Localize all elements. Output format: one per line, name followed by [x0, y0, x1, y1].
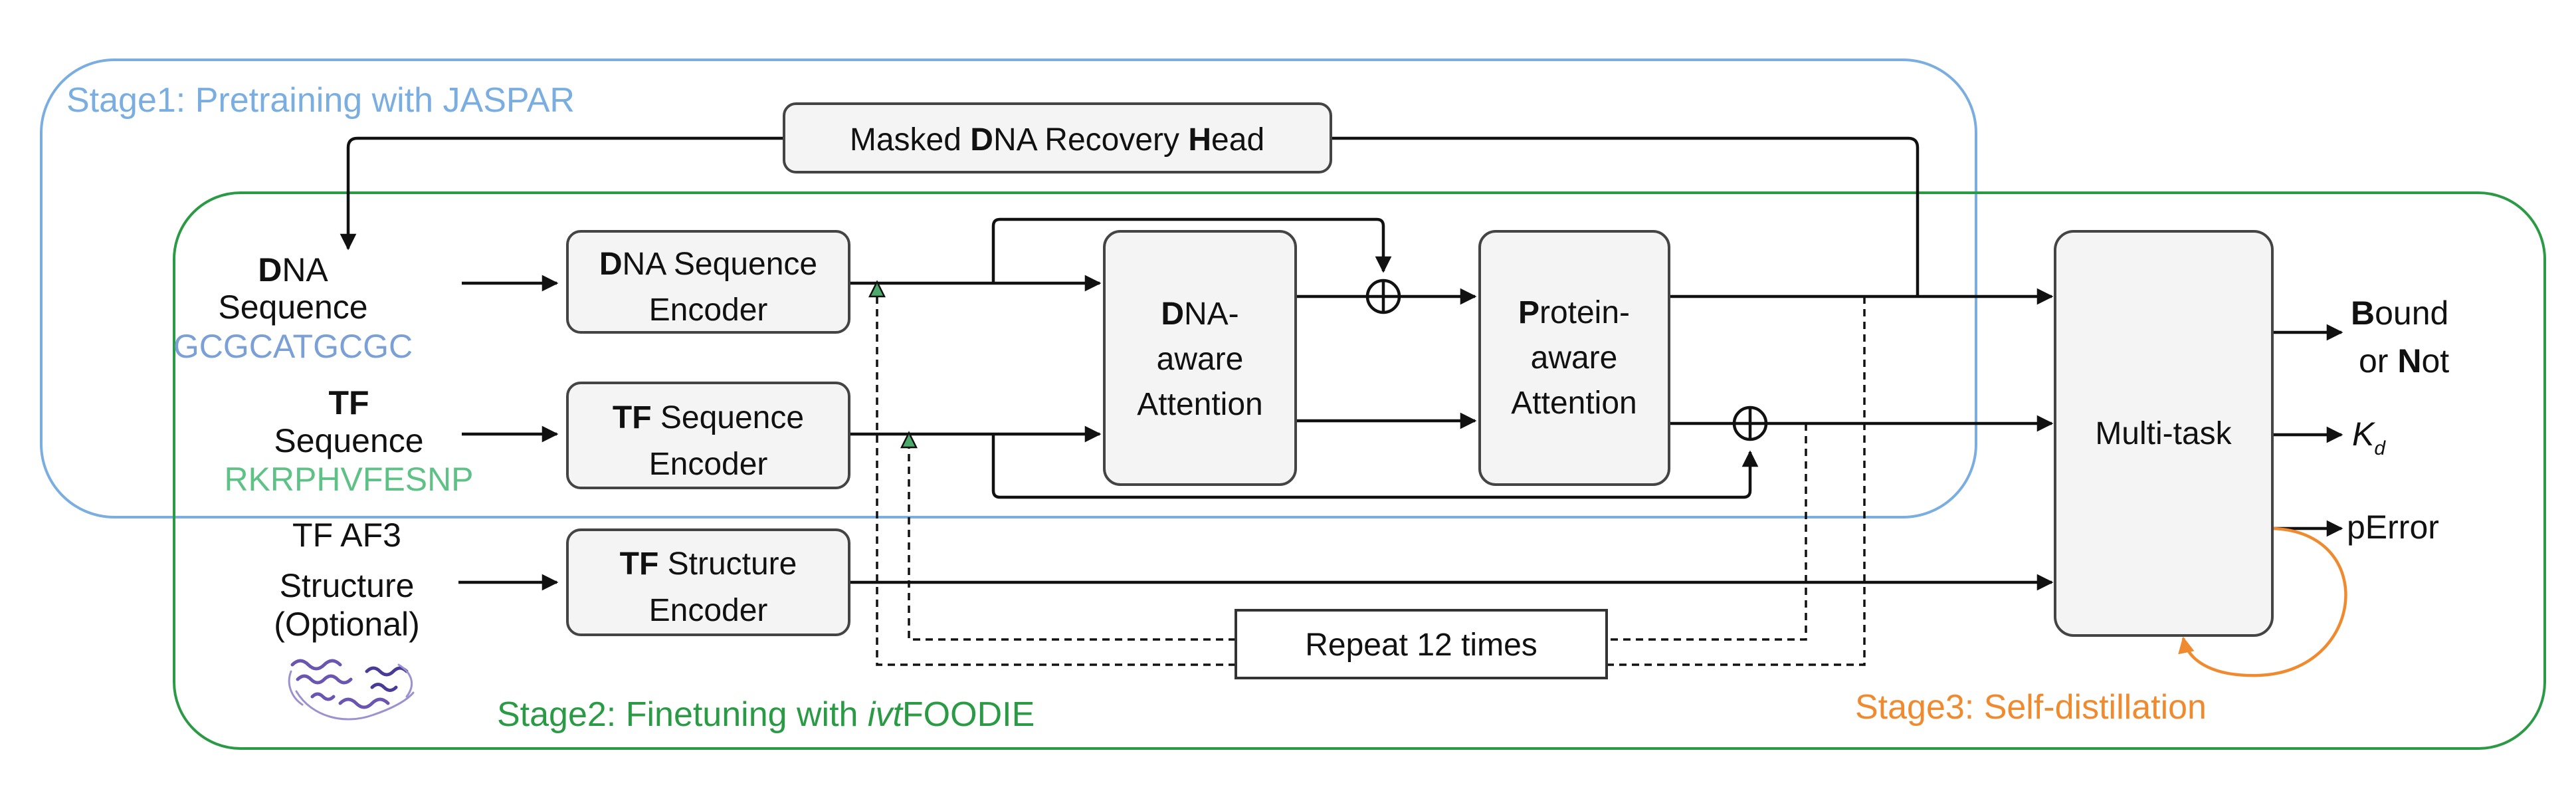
svg-text:GCGCATGCGC: GCGCATGCGC: [173, 328, 413, 365]
svg-text:Bound: Bound: [2351, 294, 2448, 332]
svg-text:Kd: Kd: [2352, 415, 2386, 459]
connectors: [340, 136, 2347, 677]
masked-dna-recovery-head: Masked DNA Recovery Head: [783, 102, 1332, 173]
dna-aware-attention: DNA- aware Attention: [1103, 230, 1297, 486]
circle-plus-icon: [1365, 279, 1401, 314]
svg-text:DNA-: DNA-: [1161, 296, 1238, 332]
svg-text:Structure: Structure: [280, 567, 415, 604]
svg-text:Attention: Attention: [1137, 387, 1262, 422]
svg-text:DNA Sequence: DNA Sequence: [599, 247, 817, 282]
svg-text:TF Sequence: TF Sequence: [613, 400, 804, 435]
tf-sequence-input: TF Sequence RKRPHVFESNP: [224, 384, 473, 498]
svg-text:TF AF3: TF AF3: [292, 517, 401, 554]
kd-output: Kd: [2352, 415, 2386, 459]
tf-structure-input: TF AF3 Structure (Optional): [274, 517, 420, 643]
bound-or-not-output: Bound or Not: [2351, 294, 2449, 380]
svg-text:Encoder: Encoder: [649, 593, 768, 628]
repeat-loop: [868, 280, 1866, 666]
triangle-marker-icon: [868, 280, 886, 298]
svg-text:Sequence: Sequence: [218, 288, 367, 326]
protein-aware-attention: Protein- aware Attention: [1478, 230, 1670, 486]
tf-sequence-encoder: TF Sequence Encoder: [566, 382, 850, 489]
svg-text:RKRPHVFESNP: RKRPHVFESNP: [224, 461, 473, 498]
dna-sequence-input: DNA Sequence GCGCATGCGC: [173, 251, 413, 365]
stage3-label: Stage3: Self-distillation: [1855, 688, 2207, 727]
svg-text:or Not: or Not: [2359, 342, 2449, 380]
svg-text:Encoder: Encoder: [649, 447, 768, 482]
svg-text:Masked DNA Recovery Head: Masked DNA Recovery Head: [850, 122, 1264, 158]
multi-task-head: Multi-task: [2054, 230, 2274, 637]
svg-text:DNA: DNA: [258, 251, 328, 288]
protein-structure-icon: [288, 659, 415, 721]
svg-text:Repeat 12 times: Repeat 12 times: [1305, 628, 1537, 663]
self-distillation-loop: [2178, 526, 2347, 677]
svg-text:Sequence: Sequence: [274, 422, 423, 459]
stage2-frame: [173, 191, 2546, 750]
svg-text:(Optional): (Optional): [274, 606, 420, 643]
stage1-frame: [40, 58, 1977, 518]
dna-sequence-encoder: DNA Sequence Encoder: [566, 230, 850, 334]
stage1-label: Stage1: Pretraining with JASPAR: [66, 81, 575, 120]
svg-text:Encoder: Encoder: [649, 292, 768, 328]
stage2-label: Stage2: Finetuning with ivtFOODIE: [497, 695, 1035, 734]
triangle-marker-icon: [900, 431, 918, 449]
svg-text:TF: TF: [328, 384, 369, 421]
svg-text:Multi-task: Multi-task: [2095, 416, 2232, 451]
svg-text:pError: pError: [2347, 509, 2439, 546]
perror-output: pError: [2347, 509, 2439, 546]
svg-text:Attention: Attention: [1511, 386, 1636, 421]
svg-text:Protein-: Protein-: [1518, 295, 1630, 330]
tf-structure-encoder: TF Structure Encoder: [566, 528, 850, 636]
svg-text:aware: aware: [1531, 340, 1618, 376]
svg-text:TF Structure: TF Structure: [620, 546, 797, 582]
repeat-12-times-box: Repeat 12 times: [1235, 609, 1608, 679]
circle-plus-icon: [1732, 405, 1768, 441]
svg-text:aware: aware: [1157, 342, 1244, 377]
